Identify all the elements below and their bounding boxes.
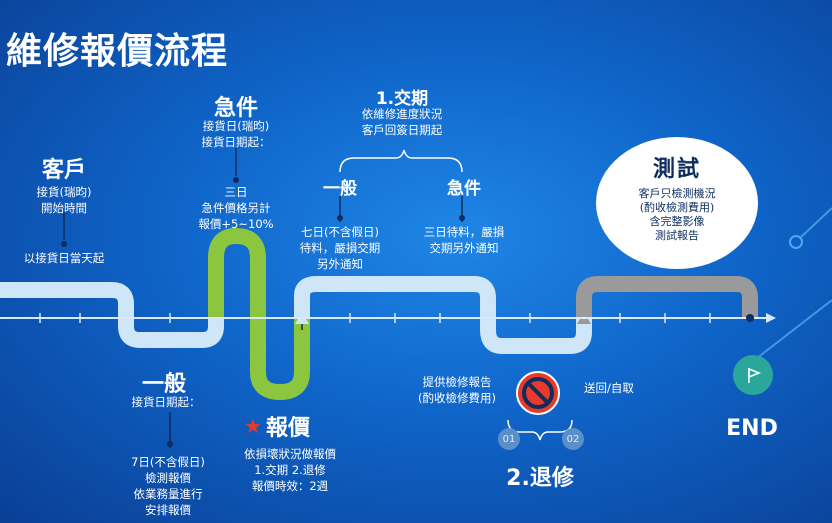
customer-line: 接貨(瑞昀) — [36, 185, 92, 199]
quote-line: 依損壞狀況做報價 — [244, 447, 336, 461]
delivery-heading: 1.交期 — [375, 89, 429, 109]
delivery-urgent-heading: 急件 — [447, 179, 481, 199]
customer-info: 接貨(瑞昀) 開始時間 — [37, 184, 92, 216]
delivery-normal-heading: 一般 — [323, 179, 357, 199]
return-left-line: 提供檢修報告 — [422, 375, 492, 389]
normal-detail-line: 檢測報價 — [144, 471, 191, 485]
urgent-detail: 三日 急件價格另計 報價+5~10% — [198, 184, 273, 232]
delivery-urgent-info: 三日待料，嚴損 交期另外通知 — [424, 224, 505, 256]
end-marker — [733, 355, 773, 395]
urgent-line: 接貨日(瑞昀) — [202, 119, 270, 133]
test-line: (酌收檢測費用) — [639, 201, 715, 214]
delivery-normal-line: 七日(不含假日) — [301, 225, 379, 239]
urgent-detail-line: 三日 — [224, 185, 248, 199]
step-badge-02: 02 — [562, 428, 584, 450]
quote-title: ★ 報價 — [244, 410, 310, 442]
return-heading: 2.退修 — [506, 466, 574, 491]
test-line: 客戶只檢測機況 — [638, 187, 716, 200]
quote-heading: 報價 — [265, 416, 310, 441]
customer-heading: 客戶 — [41, 158, 87, 183]
quote-line: 報價時效：2週 — [251, 479, 329, 493]
step-badge-01: 01 — [498, 428, 520, 450]
test-circle: 測試 客戶只檢測機況 (酌收檢測費用) 含完整影像 測試報告 — [596, 137, 758, 269]
delivery-normal-info: 七日(不含假日) 待料，嚴損交期 另外通知 — [300, 224, 381, 272]
test-line: 含完整影像 — [649, 215, 705, 228]
return-left-info: 提供檢修報告 (酌收檢修費用) — [418, 374, 496, 406]
urgent-detail-line: 急件價格另計 — [201, 201, 271, 215]
urgent-line: 接貨日期起： — [201, 135, 271, 149]
normal-heading: 一般 — [141, 372, 187, 397]
delivery-line: 客戶回簽日期起 — [361, 123, 443, 137]
delivery-normal-line: 待料，嚴損交期 — [299, 241, 381, 255]
flag-icon — [748, 367, 762, 383]
test-heading: 測試 — [652, 157, 701, 182]
test-line: 測試報告 — [655, 229, 699, 242]
delivery-info: 依維修進度狀況 客戶回簽日期起 — [362, 106, 443, 138]
delivery-line: 依維修進度狀況 — [361, 107, 443, 121]
end-label: END — [726, 416, 778, 441]
customer-note: 以接貨日當天起 — [23, 251, 105, 265]
no-entry-icon — [516, 371, 560, 415]
return-right-info: 送回/自取 — [584, 381, 634, 395]
normal-detail-line: 7日(不含假日) — [131, 455, 205, 469]
delivery-urgent-line: 交期另外通知 — [429, 241, 499, 255]
urgent-info: 接貨日(瑞昀) 接貨日期起： — [202, 118, 271, 150]
normal-detail-line: 安排報價 — [144, 503, 191, 517]
star-icon: ★ — [244, 414, 262, 438]
page-title: 維修報價流程 — [6, 31, 229, 72]
customer-line: 開始時間 — [40, 201, 87, 215]
urgent-detail-line: 報價+5~10% — [198, 217, 274, 231]
urgent-heading: 急件 — [213, 96, 259, 121]
normal-detail-line: 依業務量進行 — [133, 487, 203, 501]
normal-info: 接貨日期起： — [131, 395, 201, 409]
return-left-line: (酌收檢修費用) — [418, 391, 496, 405]
delivery-urgent-line: 三日待料，嚴損 — [423, 225, 505, 239]
quote-info: 依損壞狀況做報價 1.交期 2.退修 報價時效：2週 — [244, 446, 336, 494]
normal-detail: 7日(不含假日) 檢測報價 依業務量進行 安排報價 — [131, 454, 205, 518]
test-info: 客戶只檢測機況 (酌收檢測費用) 含完整影像 測試報告 — [596, 187, 758, 243]
delivery-normal-line: 另外通知 — [317, 257, 363, 271]
quote-line: 1.交期 2.退修 — [254, 463, 326, 477]
